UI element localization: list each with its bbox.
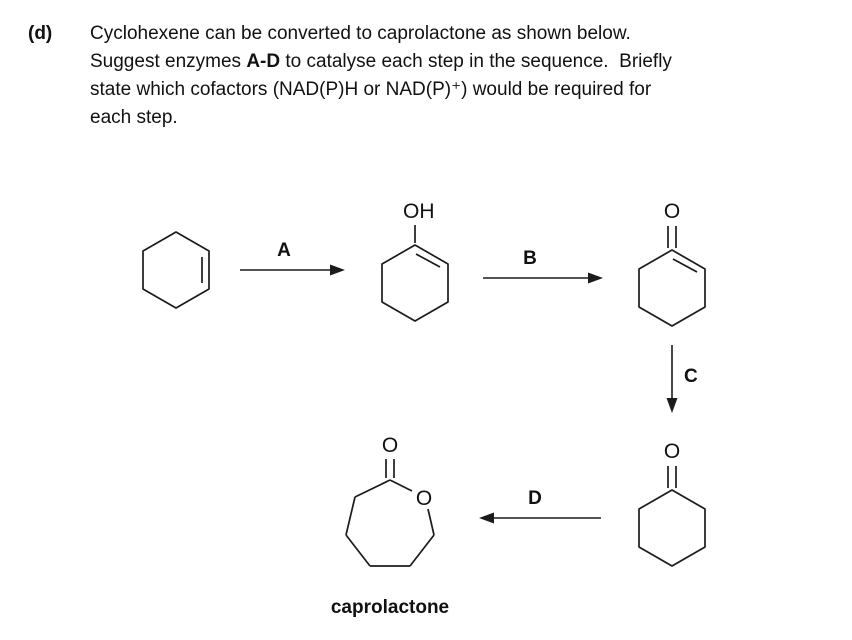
cyclohexenone-ring [638,249,706,327]
arrow-c-head [666,398,678,413]
caprolactone-bond-c1-o [389,479,413,492]
step-b-label: B [523,248,537,269]
enzymes-a-d-emphasis: A-D [246,51,281,72]
step-c-arrow: C [666,345,698,413]
cyclohexanone-oxygen-label: O [664,440,680,463]
cyclohexenol-ring [381,244,449,322]
caprolactone-carbonyl-oxygen-label: O [382,434,398,457]
step-a-arrow: A [240,240,345,276]
cyclohexenone-ring-double-bond [672,258,698,273]
question-line-4: each step. [90,107,178,128]
hydroxyl-label: OH [403,200,435,223]
caprolactone-ring-oxygen-label: O [416,487,432,510]
question-line-1: Cyclohexene can be converted to caprolac… [90,23,631,44]
cyclohexenol-structure: OH [381,200,449,322]
step-a-label: A [277,240,291,261]
caprolactone-bond-o-c2 [427,508,435,536]
step-b-arrow: B [483,248,603,284]
caprolactone-bond-1 [409,534,435,567]
cyclohexene-ring [142,231,210,309]
caprolactone-bond-3 [345,534,371,567]
question-line-2-pre: Suggest enzymes [90,51,247,72]
cyclohexene-structure [142,231,210,309]
cyclohexenone-structure: O [638,200,706,327]
arrow-a-head [330,264,345,276]
question-text-block: (d) Cyclohexene can be converted to capr… [28,20,672,132]
cyclohexanone-structure: O [638,440,706,567]
cyclohexenol-double-bond [415,253,441,268]
caprolactone-bond-5 [354,479,391,498]
step-d-arrow: D [479,488,601,524]
caprolactone-name-label: caprolactone [331,597,449,618]
step-d-label: D [528,488,542,509]
question-line-3: state which cofactors (NAD(P)H or NAD(P)… [90,79,652,100]
caprolactone-bond-4 [345,496,356,536]
cyclohexenone-oxygen-label: O [664,200,680,223]
caprolactone-structure: O O caprolactone [331,434,449,618]
question-body: Cyclohexene can be converted to caprolac… [90,20,672,132]
arrow-b-head [588,272,603,284]
question-line-2: Suggest enzymes A-D to catalyse each ste… [90,48,672,76]
arrow-d-head [479,512,494,524]
question-line-2-post: to catalyse each step in the sequence. B… [280,51,672,72]
question-part-label: (d) [28,23,53,44]
cyclohexanone-ring [638,489,706,567]
step-c-label: C [684,366,698,387]
